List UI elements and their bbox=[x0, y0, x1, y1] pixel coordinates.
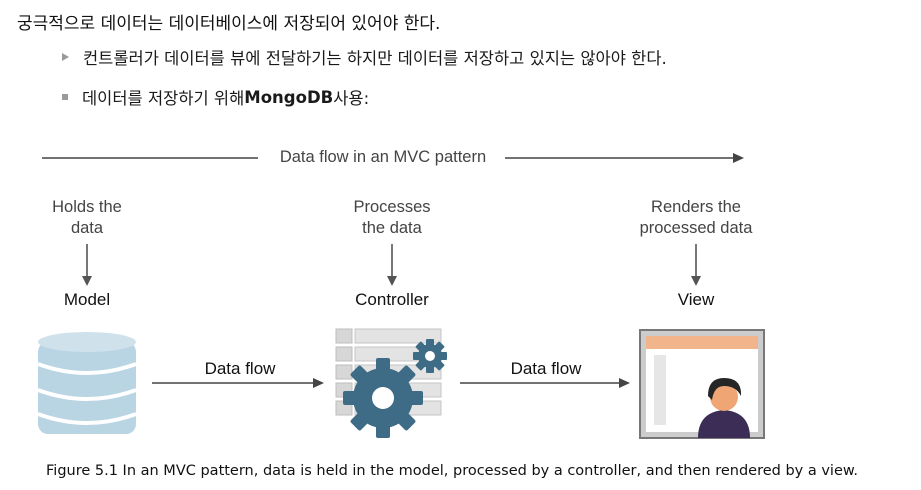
data-flow-label-2: Data flow bbox=[510, 359, 582, 378]
model-desc-line-2: data bbox=[70, 219, 104, 237]
down-arrow-controller-icon bbox=[387, 244, 397, 286]
bullet-marker-icon bbox=[62, 53, 69, 61]
controller-label: Controller bbox=[355, 290, 429, 309]
top-flow-label: Data flow in an MVC pattern bbox=[279, 148, 487, 166]
controller-desc-line-2: the data bbox=[362, 219, 422, 237]
large-gear-icon bbox=[343, 358, 423, 438]
bullet-text-2a: 데이터를 저장하기 위해 bbox=[82, 89, 245, 108]
down-arrow-model-icon bbox=[82, 244, 92, 286]
database-icon bbox=[37, 332, 137, 434]
view-desc-line-1: Renders the bbox=[651, 198, 741, 216]
top-flow-arrowhead-icon bbox=[733, 153, 744, 163]
data-flow-arrow-2-icon bbox=[460, 378, 630, 388]
down-arrow-view-icon bbox=[691, 244, 701, 286]
data-flow-label-1: Data flow bbox=[204, 359, 276, 378]
bullet-item-1: 컨트롤러가 데이터를 뷰에 전달하기는 하지만 데이터를 저장하고 있지는 않아… bbox=[62, 45, 667, 69]
small-gear-icon bbox=[413, 339, 447, 373]
data-flow-arrow-1-icon bbox=[152, 378, 324, 388]
bullet-text-1: 컨트롤러가 데이터를 뷰에 전달하기는 하지만 데이터를 저장하고 있지는 않아… bbox=[83, 49, 667, 68]
bullet-text-2b: MongoDB bbox=[244, 87, 334, 107]
bullet-text-2c: 사용: bbox=[333, 89, 370, 108]
intro-text: 궁극적으로 데이터는 데이터베이스에 저장되어 있어야 한다. bbox=[17, 14, 441, 34]
model-desc-line-1: Holds the bbox=[52, 198, 122, 216]
monitor-icon bbox=[639, 329, 765, 439]
controller-desc-line-1: Processes bbox=[353, 198, 431, 216]
model-label: Model bbox=[63, 290, 111, 309]
figure-caption: Figure 5.1 In an MVC pattern, data is he… bbox=[46, 463, 859, 479]
view-desc-line-2: processed data bbox=[639, 219, 753, 237]
bullet-item-2: 데이터를 저장하기 위해 MongoDB 사용: bbox=[62, 85, 369, 109]
person-icon bbox=[698, 378, 750, 438]
view-label: View bbox=[677, 290, 715, 309]
bullet-marker-icon bbox=[62, 94, 68, 100]
